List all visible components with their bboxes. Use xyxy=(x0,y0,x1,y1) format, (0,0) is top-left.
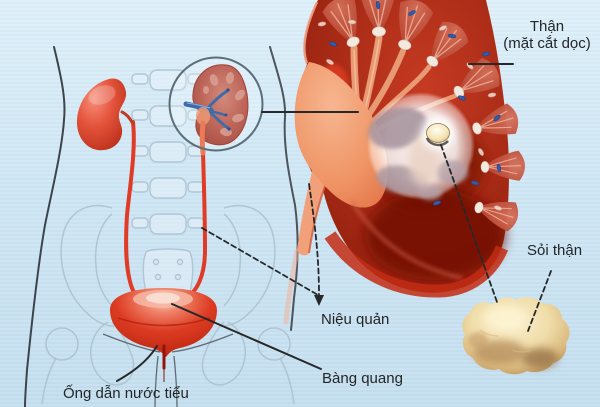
renal-pelvis xyxy=(294,62,388,208)
label-ureter: Niệu quản xyxy=(321,311,390,328)
pointer-urethra xyxy=(116,345,158,382)
magnified-kidney xyxy=(183,64,249,156)
label-kidney-section-line2: (mặt cắt dọc) xyxy=(503,35,591,52)
pointer-ureter-left xyxy=(201,227,319,296)
label-bladder: Bàng quang xyxy=(322,370,403,387)
pelvic-floor-lines xyxy=(102,333,234,407)
pointer-ureter-right xyxy=(308,183,320,296)
pointer-stone-label xyxy=(527,270,552,332)
kidney-cross-section xyxy=(283,0,527,325)
pointer-stone-from-kidney xyxy=(440,144,498,303)
magnifier-ring xyxy=(168,56,264,152)
label-kidney-section-line1: Thận xyxy=(529,18,565,35)
stone-highlight-circle xyxy=(367,92,475,200)
kidney-stone-small xyxy=(421,116,455,150)
right-ureter xyxy=(182,150,208,301)
label-kidney-section: Thận (mặt cắt dọc) xyxy=(492,18,600,52)
pelvis-bones xyxy=(41,204,295,405)
pointer-ureter-arrow xyxy=(314,295,324,306)
pointer-lines xyxy=(116,63,552,382)
kidney-stone-large xyxy=(462,297,570,375)
magnifier-circle xyxy=(168,56,264,156)
bladder xyxy=(110,288,217,357)
pointer-bladder xyxy=(171,303,322,370)
label-urethra: Ống dẫn nước tiểu xyxy=(63,385,189,402)
body-outline xyxy=(24,46,299,407)
label-kidney-stone: Sỏi thận xyxy=(527,242,583,259)
left-kidney xyxy=(76,78,135,151)
